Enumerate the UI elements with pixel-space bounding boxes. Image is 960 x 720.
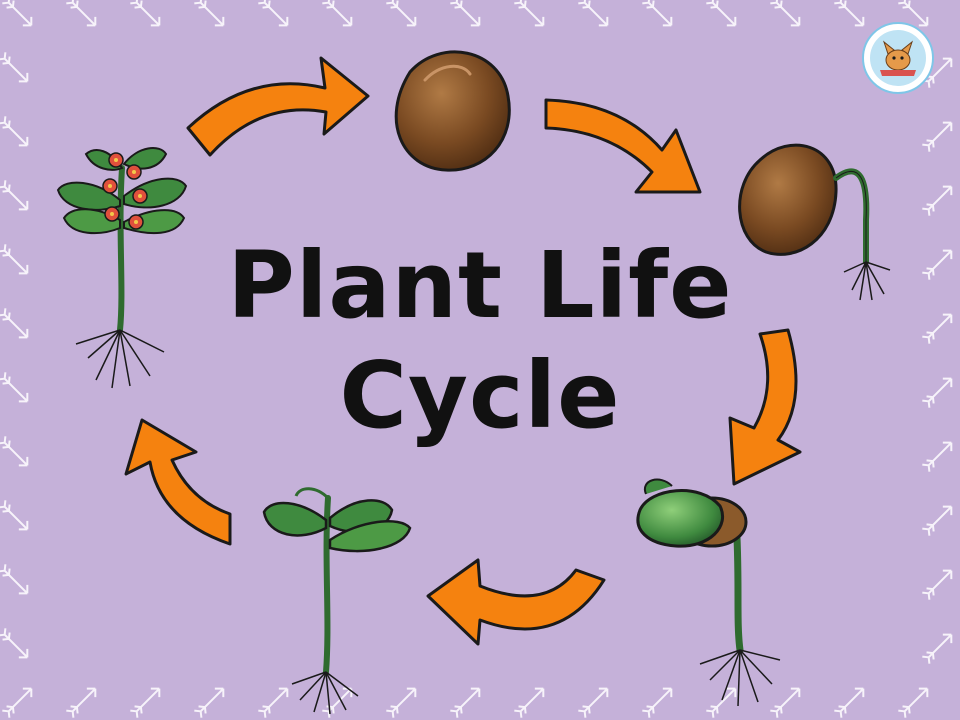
- border-arrow-icon: [258, 687, 289, 718]
- border-arrow-icon: [514, 687, 545, 718]
- sprout-stage: [636, 478, 781, 707]
- border-arrow-icon: [922, 249, 953, 280]
- border-arrow-icon: [0, 436, 29, 467]
- border-arrow-icon: [514, 0, 545, 27]
- border-arrow-icon: [386, 0, 417, 27]
- border-arrow-icon: [0, 52, 29, 83]
- seed-stage: [394, 50, 511, 172]
- border-arrow-icon: [642, 0, 673, 27]
- seedling-stage: [262, 487, 412, 715]
- border-arrow-icon: [834, 0, 865, 27]
- border-arrow-icon: [0, 180, 29, 211]
- border-arrow-icon: [194, 687, 225, 718]
- border-arrow-icon: [770, 687, 801, 718]
- border-arrow-icon: [922, 313, 953, 344]
- border-arrow-icon: [450, 687, 481, 718]
- cycle-arrow-5: [124, 418, 232, 546]
- border-arrow-icon: [0, 564, 29, 595]
- border-arrow-icon: [66, 687, 97, 718]
- border-arrow-icon: [770, 0, 801, 27]
- title-line-2: Cycle: [339, 342, 621, 449]
- border-arrow-icon: [922, 505, 953, 536]
- logo-badge: [862, 22, 934, 94]
- border-arrow-icon: [130, 687, 161, 718]
- flowering-plant-stage: [56, 147, 188, 389]
- border-arrow-icon: [0, 244, 29, 275]
- border-arrow-icon: [706, 687, 737, 718]
- border-arrow-icon: [922, 377, 953, 408]
- border-arrow-icon: [0, 116, 29, 147]
- border-arrow-icon: [0, 372, 29, 403]
- border-arrow-icon: [450, 0, 481, 27]
- fox-logo-icon: [870, 30, 926, 86]
- border-arrow-icon: [258, 0, 289, 27]
- border-arrow-icon: [922, 441, 953, 472]
- cycle-arrow-3: [728, 328, 802, 486]
- border-arrow-icon: [642, 687, 673, 718]
- border-arrow-icon: [578, 687, 609, 718]
- title-line-1: Plant Life: [227, 232, 733, 339]
- border-arrow-icon: [322, 0, 353, 27]
- border-arrow-icon: [0, 308, 29, 339]
- border-arrow-icon: [194, 0, 225, 27]
- border-arrow-icon: [0, 628, 29, 659]
- border-arrow-icon: [922, 633, 953, 664]
- cycle-arrow-2: [544, 98, 702, 194]
- border-arrow-icon: [706, 0, 737, 27]
- germinating-seed-stage: [738, 143, 891, 301]
- cycle-arrow-4: [426, 558, 606, 646]
- border-arrow-icon: [130, 0, 161, 27]
- border-arrow-icon: [2, 0, 33, 27]
- border-arrow-icon: [898, 687, 929, 718]
- border-arrow-icon: [898, 0, 929, 27]
- border-arrow-icon: [66, 0, 97, 27]
- border-arrow-icon: [2, 687, 33, 718]
- cycle-arrow-1: [186, 56, 370, 157]
- border-arrow-icon: [922, 569, 953, 600]
- border-arrow-icon: [386, 687, 417, 718]
- border-arrow-icon: [0, 500, 29, 531]
- border-arrow-icon: [922, 121, 953, 152]
- border-arrow-icon: [922, 185, 953, 216]
- border-arrow-icon: [834, 687, 865, 718]
- border-arrow-icon: [578, 0, 609, 27]
